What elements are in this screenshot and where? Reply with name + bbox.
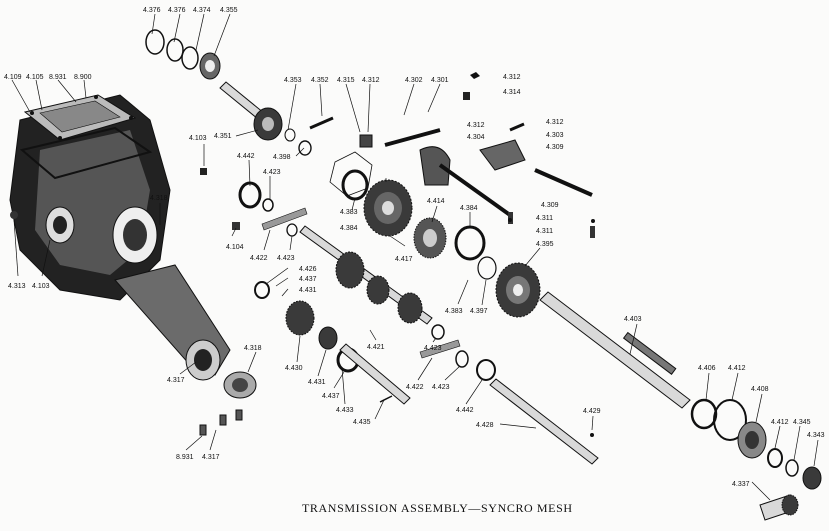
part-label: 4.311	[536, 228, 553, 235]
part-label: 4.383	[340, 209, 358, 216]
part-label: 4.376	[168, 7, 186, 14]
part-label: 4.423	[432, 384, 450, 391]
part-label: 4.429	[583, 408, 601, 415]
part-label: 4.423	[263, 169, 281, 176]
part-label: 4.398	[273, 154, 291, 161]
part-label: 8.900	[74, 74, 92, 81]
part-label: 4.312	[503, 74, 521, 81]
part-label: 4.318	[244, 345, 262, 352]
needle-roller-sets	[261, 207, 461, 359]
second-speed-gear	[363, 179, 413, 237]
part-label: 4.303	[546, 132, 564, 139]
part-label: 4.337	[732, 481, 750, 488]
part-label: 4.352	[311, 77, 329, 84]
part-label: 4.437	[322, 393, 340, 400]
part-label: 4.105	[26, 74, 44, 81]
part-label: 4.314	[503, 89, 521, 96]
part-label: 4.412	[771, 419, 789, 426]
part-label: 4.311	[536, 215, 553, 222]
part-label: 4.318	[150, 195, 168, 202]
leader-lines	[11, 13, 819, 501]
part-label: 8.931	[176, 454, 194, 461]
part-label: 4.422	[406, 384, 424, 391]
part-label: 4.312	[467, 122, 485, 129]
part-label: 4.317	[167, 377, 185, 384]
part-label: 4.313	[8, 283, 26, 290]
part-label: 4.422	[250, 255, 268, 262]
part-label: 4.442	[237, 153, 255, 160]
countershaft-gear-cluster	[299, 225, 433, 325]
part-number-labels: 4.376 4.376 4.374 4.355 4.109 4.105 8.93…	[4, 7, 825, 488]
part-label: 4.384	[460, 205, 478, 212]
part-label: 4.423	[424, 345, 442, 352]
part-label: 4.431	[299, 287, 317, 294]
part-label: 4.412	[728, 365, 746, 372]
cover-gasket	[19, 126, 153, 180]
part-label: 4.406	[698, 365, 716, 372]
part-label: 4.103	[32, 283, 50, 290]
part-label: 4.421	[367, 344, 385, 351]
part-label: 4.353	[284, 77, 302, 84]
part-label: 4.403	[624, 316, 642, 323]
top-cover-plate	[23, 94, 137, 141]
part-label: 4.351	[214, 133, 232, 140]
part-label: 4.442	[456, 407, 474, 414]
part-label: 4.304	[467, 134, 485, 141]
part-label: 4.312	[546, 119, 564, 126]
part-label: 4.374	[193, 7, 211, 14]
gearbox-case	[9, 94, 171, 301]
part-label: 4.345	[793, 419, 811, 426]
case-bolts	[10, 168, 243, 436]
part-label: 4.309	[541, 202, 559, 209]
part-label: 4.433	[336, 407, 354, 414]
part-label: 4.376	[143, 7, 161, 14]
part-label: 4.431	[308, 379, 326, 386]
part-label: 4.309	[546, 144, 564, 151]
part-label: 4.312	[362, 77, 380, 84]
part-label: 4.302	[405, 77, 423, 84]
part-label: 4.109	[4, 74, 22, 81]
part-label: 4.103	[189, 135, 207, 142]
part-label: 4.395	[536, 241, 554, 248]
countershaft	[489, 378, 599, 465]
part-label: 4.383	[445, 308, 463, 315]
part-label: 4.408	[751, 386, 769, 393]
first-speed-gear	[495, 262, 541, 318]
shift-rails-and-forks	[359, 72, 595, 238]
part-label: 4.430	[285, 365, 303, 372]
part-label: 4.426	[299, 266, 317, 273]
figure-caption: TRANSMISSION ASSEMBLY—SYNCRO MESH	[302, 501, 573, 515]
mainshaft	[539, 291, 691, 409]
part-label: 4.104	[226, 244, 244, 251]
part-label: 4.355	[220, 7, 238, 14]
input-shaft	[219, 81, 334, 156]
speedometer-drive-gear	[759, 494, 799, 521]
part-label: 4.437	[299, 276, 317, 283]
input-shaft-rings	[145, 29, 221, 80]
part-label: 4.414	[427, 198, 445, 205]
part-label: 4.315	[337, 77, 355, 84]
rear-bearing-and-retainers	[690, 398, 822, 490]
idler-shaft	[339, 343, 411, 405]
part-label: 4.397	[470, 308, 488, 315]
part-label: 4.384	[340, 225, 358, 232]
part-label: 4.423	[277, 255, 295, 262]
part-label: 4.428	[476, 422, 494, 429]
reverse-idler-gear	[285, 300, 360, 373]
part-label: 8.931	[49, 74, 67, 81]
part-label: 4.301	[431, 77, 449, 84]
rear-bearing-sleeve	[223, 371, 257, 399]
part-label: 4.435	[353, 419, 371, 426]
rear-extension-housing	[114, 264, 231, 381]
part-label: 4.317	[202, 454, 220, 461]
part-label: 4.417	[395, 256, 413, 263]
synchro-sleeve-hub	[413, 217, 447, 259]
part-label: 4.343	[807, 432, 825, 439]
